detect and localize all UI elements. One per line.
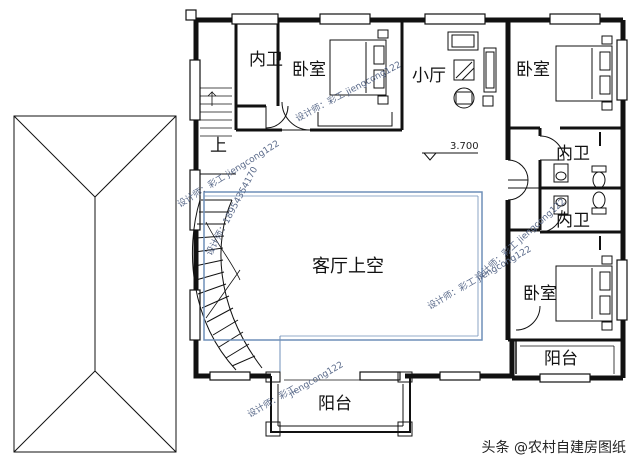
room-label-living-void: 客厅上空 bbox=[312, 256, 384, 277]
bottom-balcony bbox=[265, 371, 413, 437]
credit-text: 头条 @农村自建房图纸 bbox=[481, 440, 626, 456]
room-label-inner-bath-right-2: 内卫 bbox=[556, 211, 590, 231]
hall-lines bbox=[200, 173, 540, 189]
doors bbox=[265, 101, 565, 331]
source-credit: 头条 @农村自建房图纸 bbox=[482, 437, 626, 457]
room-label-balcony-bottom: 阳台 bbox=[318, 394, 352, 414]
room-label-balcony-right: 阳台 bbox=[544, 349, 578, 369]
straight-stair bbox=[200, 87, 232, 137]
right-balcony bbox=[515, 340, 615, 374]
bed-right bbox=[555, 35, 613, 111]
room-label-inner-bath-right-1: 内卫 bbox=[556, 144, 590, 164]
room-label-small-hall: 小厅 bbox=[412, 66, 446, 86]
bed-top bbox=[317, 29, 393, 127]
room-label-bedroom-lower-right: 卧室 bbox=[523, 284, 557, 304]
curved-stair bbox=[192, 199, 263, 371]
stair-up-label: 上 bbox=[210, 136, 227, 156]
elevation-marker bbox=[422, 152, 478, 161]
room-label-bedroom-top: 卧室 bbox=[292, 60, 326, 80]
bed-lower-right bbox=[555, 255, 613, 331]
room-label-inner-bath-top: 内卫 bbox=[249, 50, 283, 70]
small-hall-furniture bbox=[447, 31, 497, 109]
roof-plan bbox=[13, 115, 177, 453]
interior-walls bbox=[234, 20, 623, 342]
elevation-label: 3.700 bbox=[450, 141, 479, 152]
room-label-bedroom-right: 卧室 bbox=[516, 60, 550, 80]
windows bbox=[185, 9, 628, 383]
bath-fixtures bbox=[553, 132, 607, 250]
living-void-outline bbox=[203, 191, 483, 372]
